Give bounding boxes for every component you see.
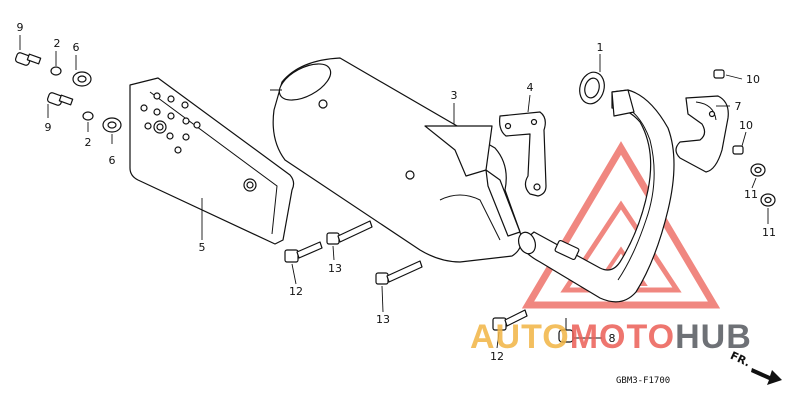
hardware-left-lower [46,92,122,133]
callout-6: 6 [109,154,116,167]
callout-13: 13 [328,262,342,275]
bolts-10-11 [713,69,776,207]
callout-13: 13 [376,313,390,326]
leader-lines [19,35,769,349]
callout-1: 1 [597,41,604,54]
bolt-12-left [284,241,323,263]
exhaust-pipe [517,89,675,303]
heat-shield [129,77,295,245]
bracket [499,111,547,197]
bolt-13-upper [326,220,373,245]
nut-8 [558,318,574,343]
front-direction-arrow: FR. [728,349,782,385]
watermark-text: AUTOMOTOHUB [470,318,752,356]
svg-text:AUTOMOTOHUB: AUTOMOTOHUB [470,318,752,356]
callout-11: 11 [762,226,776,239]
callout-12: 12 [289,285,303,298]
callout-10: 10 [746,73,760,86]
diagram-code: GBM3-F1700 [616,376,670,386]
arrow-icon [751,368,782,385]
callout-2: 2 [85,136,92,149]
callout-9: 9 [45,121,52,134]
callout-10: 10 [739,119,753,132]
callout-12: 12 [490,350,504,363]
gasket [579,71,605,105]
callout-9: 9 [17,21,24,34]
watermark-hub: HUB [675,318,752,356]
callout-6: 6 [73,41,80,54]
pipe-protector [675,95,729,173]
callout-2: 2 [54,37,61,50]
callout-3: 3 [451,89,458,102]
callouts: 9 2 6 9 2 6 1 3 4 5 7 10 10 11 11 12 13 … [17,21,777,363]
watermark-auto: AUTO [470,318,570,356]
hardware-left-upper [14,52,92,87]
watermark-moto: MOTO [570,318,675,356]
callout-4: 4 [527,81,534,94]
callout-11: 11 [744,188,758,201]
muffler [270,57,522,263]
callout-8: 8 [609,332,616,345]
callout-5: 5 [199,241,206,254]
bolt-13-lower [375,260,423,285]
callout-7: 7 [735,100,742,113]
bolt-12-right [492,309,528,331]
